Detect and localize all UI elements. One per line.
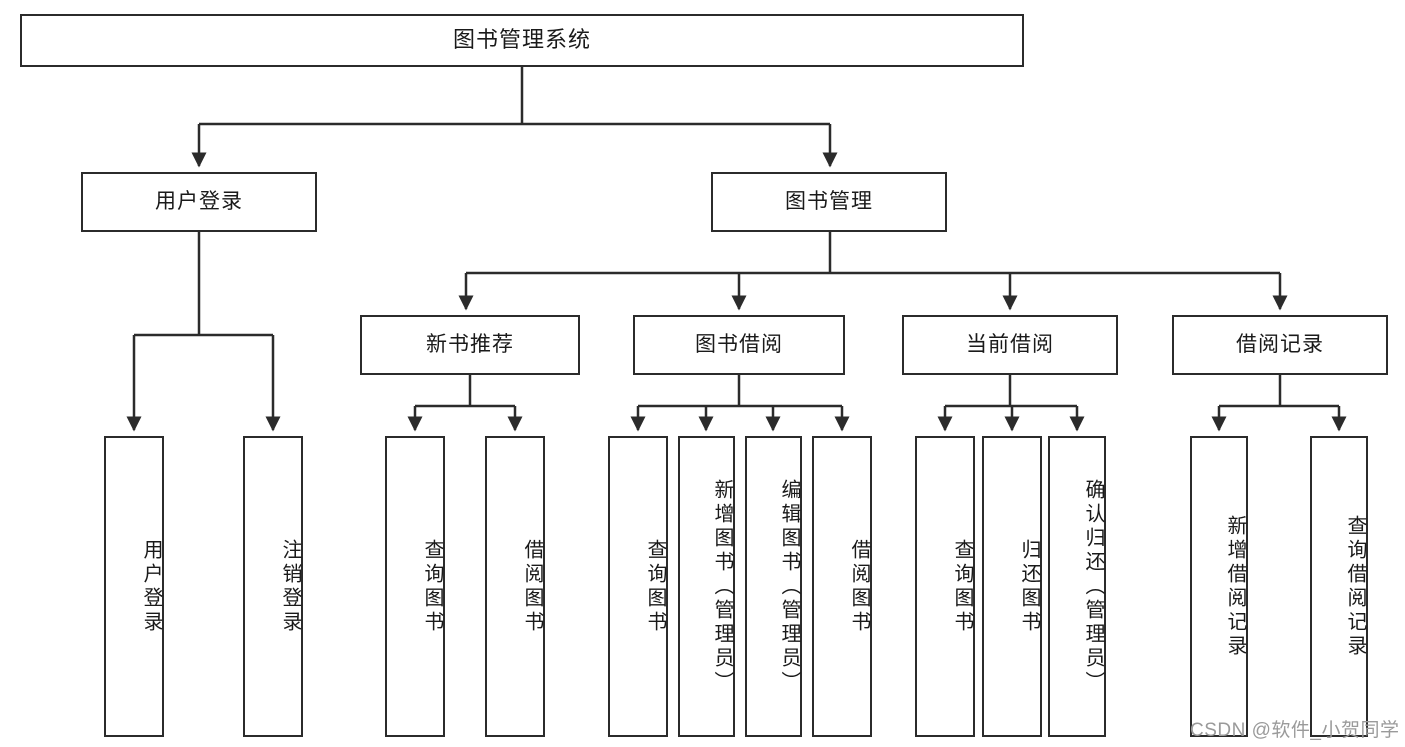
leaf-add-book-admin-label: 新增图书（管理员） bbox=[711, 478, 733, 695]
leaf-confirm-return-admin-label: 确认归还（管理员） bbox=[1082, 478, 1104, 695]
node-book-management-label: 图书管理 bbox=[785, 190, 873, 214]
node-book-management[interactable]: 图书管理 bbox=[711, 172, 947, 232]
leaf-add-borrow-record[interactable]: 新增借阅记录 bbox=[1190, 436, 1248, 737]
leaf-query-borrow-record-label: 查询借阅记录 bbox=[1344, 514, 1366, 659]
leaf-query-book-current-label: 查询图书 bbox=[951, 538, 973, 635]
leaf-query-book-current[interactable]: 查询图书 bbox=[915, 436, 975, 737]
node-new-book-recommend-label: 新书推荐 bbox=[426, 333, 514, 357]
leaf-logout-login-label: 注销登录 bbox=[279, 538, 301, 635]
node-current-borrow[interactable]: 当前借阅 bbox=[902, 315, 1118, 375]
leaf-query-borrow-record[interactable]: 查询借阅记录 bbox=[1310, 436, 1368, 737]
leaf-borrow-book-label: 借阅图书 bbox=[848, 538, 870, 635]
leaf-edit-book-admin[interactable]: 编辑图书（管理员） bbox=[745, 436, 802, 737]
leaf-borrow-book-recommend-label: 借阅图书 bbox=[521, 538, 543, 635]
leaf-user-login-label: 用户登录 bbox=[140, 538, 162, 635]
leaf-return-book[interactable]: 归还图书 bbox=[982, 436, 1042, 737]
leaf-user-login[interactable]: 用户登录 bbox=[104, 436, 164, 737]
leaf-add-book-admin[interactable]: 新增图书（管理员） bbox=[678, 436, 735, 737]
leaf-query-book-borrow-label: 查询图书 bbox=[644, 538, 666, 635]
node-borrow-record-label: 借阅记录 bbox=[1236, 333, 1324, 357]
leaf-add-borrow-record-label: 新增借阅记录 bbox=[1224, 514, 1246, 659]
leaf-confirm-return-admin[interactable]: 确认归还（管理员） bbox=[1048, 436, 1106, 737]
node-user-login-label: 用户登录 bbox=[155, 190, 243, 214]
node-book-borrow-label: 图书借阅 bbox=[695, 333, 783, 357]
leaf-return-book-label: 归还图书 bbox=[1018, 538, 1040, 635]
leaf-query-book-borrow[interactable]: 查询图书 bbox=[608, 436, 668, 737]
leaf-logout-login[interactable]: 注销登录 bbox=[243, 436, 303, 737]
leaf-borrow-book[interactable]: 借阅图书 bbox=[812, 436, 872, 737]
node-new-book-recommend[interactable]: 新书推荐 bbox=[360, 315, 580, 375]
node-current-borrow-label: 当前借阅 bbox=[966, 333, 1054, 357]
node-book-borrow[interactable]: 图书借阅 bbox=[633, 315, 845, 375]
node-user-login[interactable]: 用户登录 bbox=[81, 172, 317, 232]
leaf-query-book-recommend[interactable]: 查询图书 bbox=[385, 436, 445, 737]
leaf-query-book-recommend-label: 查询图书 bbox=[421, 538, 443, 635]
leaf-edit-book-admin-label: 编辑图书（管理员） bbox=[778, 478, 800, 695]
leaf-borrow-book-recommend[interactable]: 借阅图书 bbox=[485, 436, 545, 737]
node-root-label: 图书管理系统 bbox=[452, 27, 591, 53]
node-root[interactable]: 图书管理系统 bbox=[20, 14, 1024, 67]
csdn-watermark: CSDN @软件_小贺同学 bbox=[1190, 720, 1400, 741]
node-borrow-record[interactable]: 借阅记录 bbox=[1172, 315, 1388, 375]
